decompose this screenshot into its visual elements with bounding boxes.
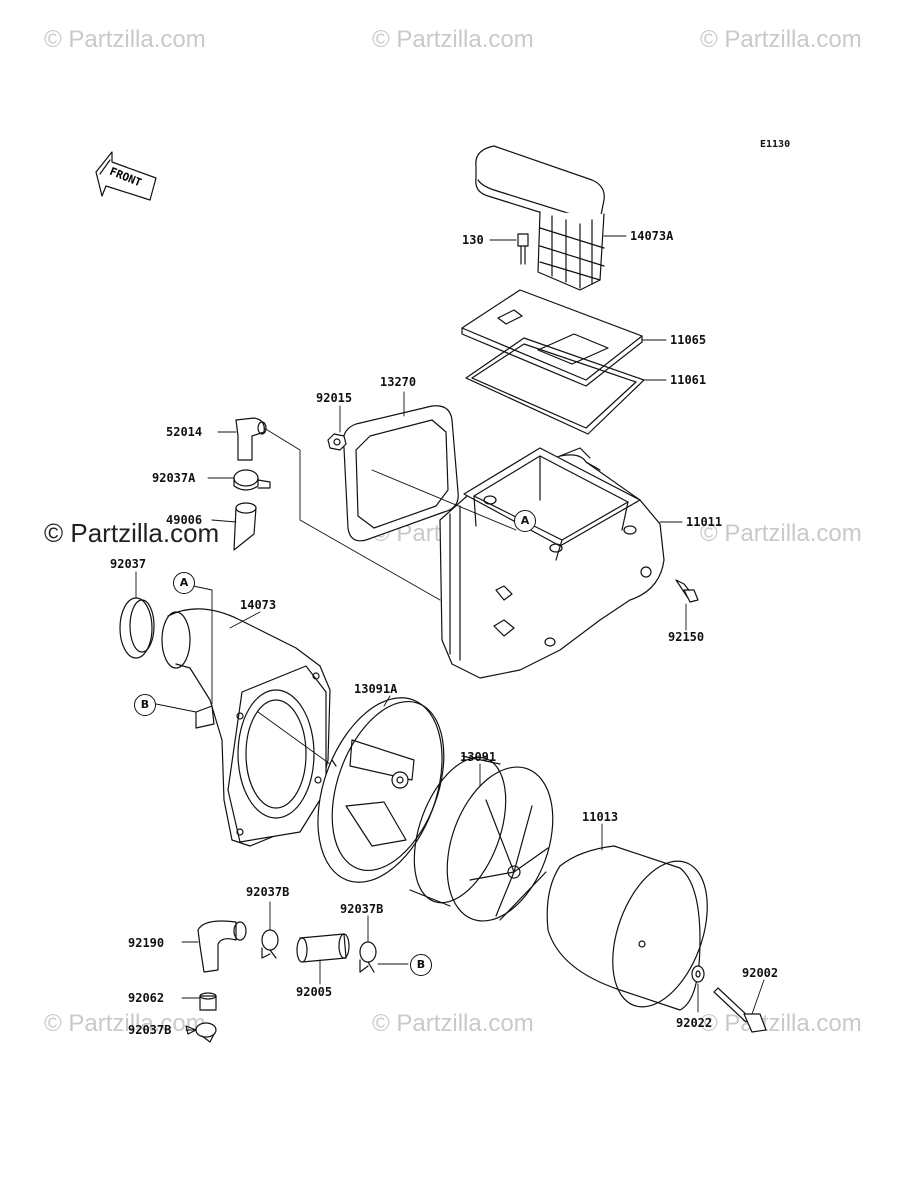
part-label-11061[interactable]: 11061 xyxy=(670,373,707,387)
front-arrow-icon xyxy=(96,152,156,200)
gasket-plate-part xyxy=(343,406,458,541)
part-label-92190[interactable]: 92190 xyxy=(128,936,165,950)
clamp-part xyxy=(234,470,270,490)
elbow-part xyxy=(236,418,266,460)
part-label-13091A[interactable]: 13091A xyxy=(354,682,398,696)
part-label-49006[interactable]: 49006 xyxy=(166,513,203,527)
watermark: © Partzilla.com xyxy=(44,1010,206,1037)
filter-element-part xyxy=(547,846,725,1020)
part-label-11065[interactable]: 11065 xyxy=(670,333,707,347)
bolt-part xyxy=(518,234,528,264)
part-label-92022[interactable]: 92022 xyxy=(676,1016,713,1030)
part-label-92015[interactable]: 92015 xyxy=(316,391,353,405)
part-label-92037B[interactable]: 92037B xyxy=(340,902,384,916)
part-label-52014[interactable]: 52014 xyxy=(166,425,203,439)
nut-part xyxy=(328,434,346,450)
callout-marker-a: A xyxy=(514,510,536,532)
clip-part xyxy=(360,942,376,972)
part-label-92002[interactable]: 92002 xyxy=(742,966,779,980)
washer-part xyxy=(692,966,704,982)
backplate-part xyxy=(295,681,466,900)
part-label-11011[interactable]: 11011 xyxy=(686,515,723,529)
part-label-92005[interactable]: 92005 xyxy=(296,985,333,999)
tube-part xyxy=(297,934,349,962)
part-label-130[interactable]: 130 xyxy=(462,233,484,247)
clip-part xyxy=(186,1023,216,1042)
watermark: © Partzilla.com xyxy=(372,1010,534,1037)
watermark: © Partzilla.com xyxy=(700,520,862,547)
clip-part xyxy=(262,930,278,958)
watermark: © Partzilla.com xyxy=(700,26,862,53)
part-label-92150[interactable]: 92150 xyxy=(668,630,705,644)
part-label-92037[interactable]: 92037 xyxy=(110,557,147,571)
part-label-11013[interactable]: 11013 xyxy=(582,810,619,824)
bolt-part xyxy=(676,580,698,602)
part-label-92037A[interactable]: 92037A xyxy=(152,471,196,485)
part-label-13091[interactable]: 13091 xyxy=(460,750,497,764)
hose-part xyxy=(198,921,246,972)
cap-part xyxy=(234,503,256,550)
callout-marker-a: A xyxy=(173,572,195,594)
watermark: © Partzilla.com xyxy=(372,26,534,53)
air-box-part xyxy=(440,448,664,678)
watermark: © Partzilla.com xyxy=(44,518,220,548)
filter-cage-part xyxy=(396,745,572,936)
part-label-92037B[interactable]: 92037B xyxy=(128,1023,172,1037)
wing-bolt-part xyxy=(714,988,766,1032)
part-label-14073A[interactable]: 14073A xyxy=(630,229,674,243)
intake-duct-part xyxy=(162,609,330,846)
bushing-part xyxy=(200,993,216,1010)
diagram-code: E1130 xyxy=(760,139,791,150)
callout-marker-b: B xyxy=(410,954,432,976)
part-label-92037B[interactable]: 92037B xyxy=(246,885,290,899)
intake-cover-part xyxy=(476,146,605,290)
callout-marker-b: B xyxy=(134,694,156,716)
part-label-92062[interactable]: 92062 xyxy=(128,991,165,1005)
watermark: © Partzilla.com xyxy=(700,1010,862,1037)
part-label-14073[interactable]: 14073 xyxy=(240,598,277,612)
plate-part xyxy=(462,290,642,386)
watermark: © Partzilla.com xyxy=(44,26,206,53)
clamp-ring-part xyxy=(120,598,154,658)
part-label-13270[interactable]: 13270 xyxy=(380,375,417,389)
